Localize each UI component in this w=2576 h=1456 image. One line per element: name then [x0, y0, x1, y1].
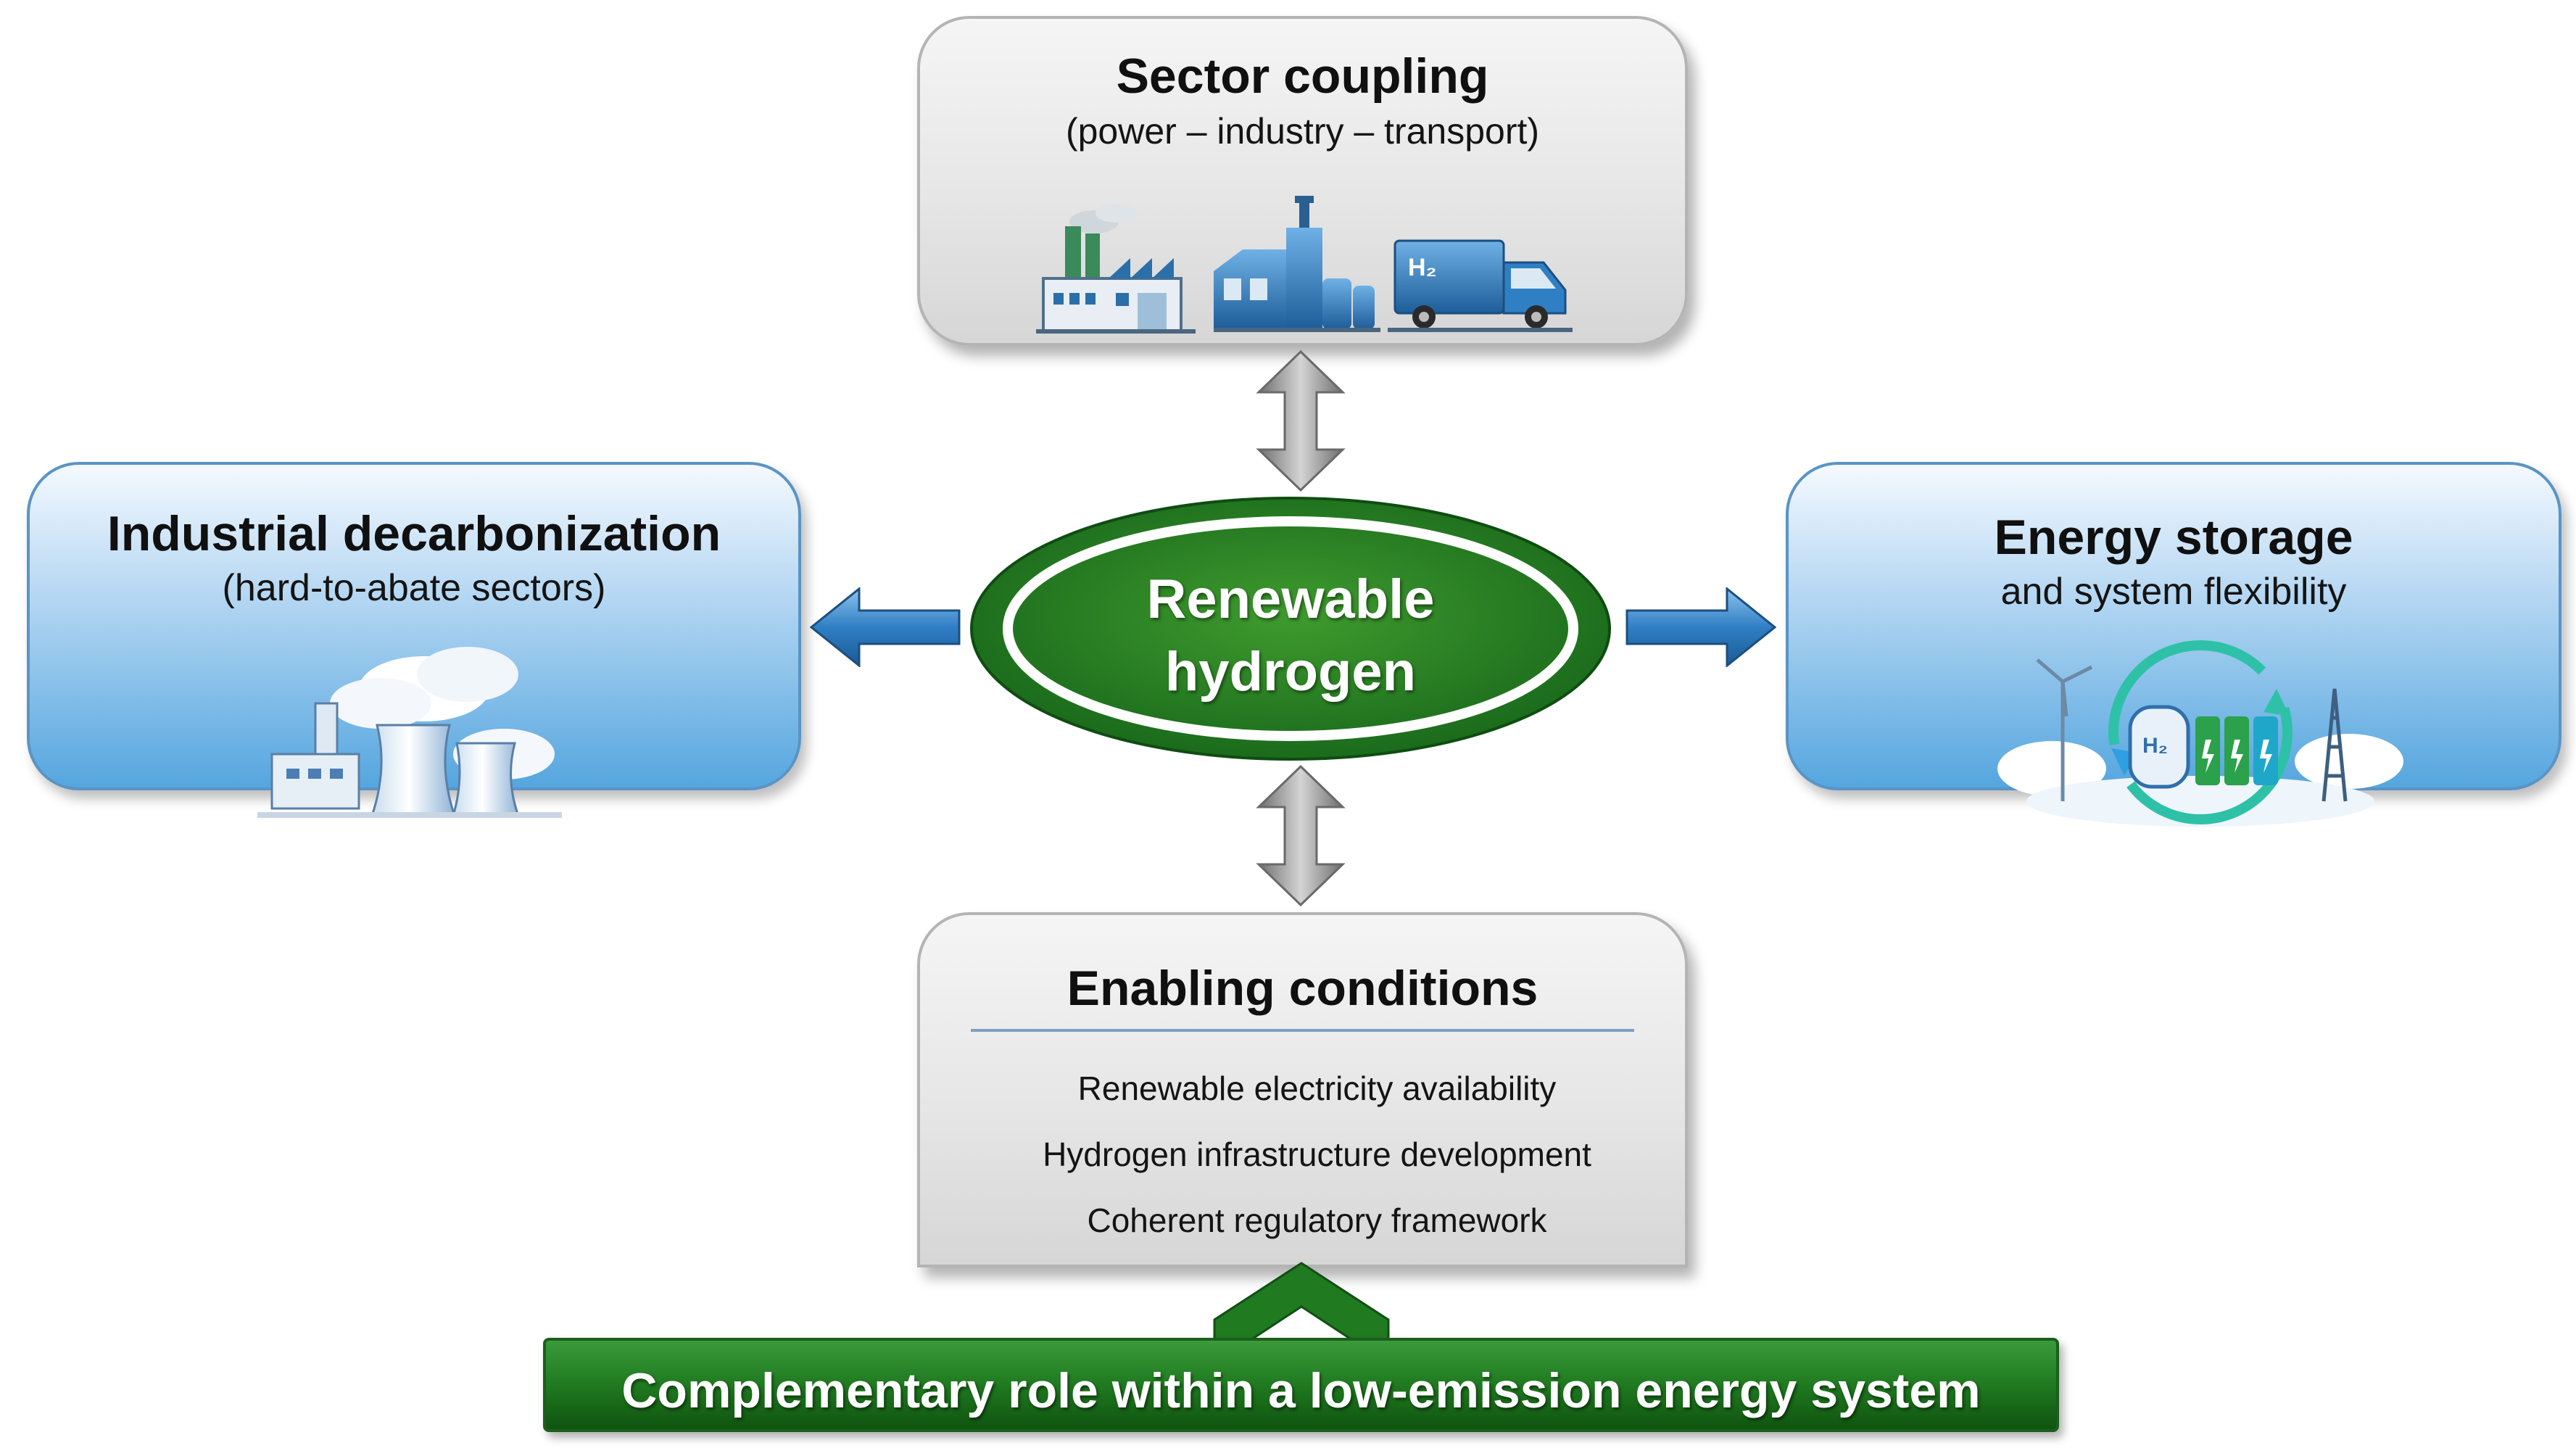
up-chevron: [1213, 1262, 1390, 1341]
industrial-decarbonization-title: Industrial decarbonization: [107, 506, 721, 561]
sector-coupling-box: Sector coupling (power – industry – tran…: [917, 16, 1688, 346]
double-arrow-bottom: [1256, 765, 1346, 906]
cooling-towers-icon: [257, 647, 562, 818]
industrial-plant-icon: [1214, 196, 1380, 332]
energy-storage-subtitle: and system flexibility: [2000, 571, 2347, 613]
factory-icon: [1036, 204, 1196, 334]
hydrogen-truck-icon: H₂: [1388, 239, 1573, 332]
hub-label-line2: hydrogen: [1164, 641, 1417, 703]
double-arrow-top: [1256, 350, 1346, 492]
energy-storage-cycle-icon: H₂: [1997, 640, 2403, 827]
svg-text:H₂: H₂: [1408, 254, 1437, 281]
sector-coupling-subtitle: (power – industry – transport): [1065, 111, 1540, 152]
banner-text: Complementary role within a low-emission…: [621, 1363, 1981, 1418]
arrow-right-to-storage: [1625, 587, 1776, 667]
enabling-conditions-box: Enabling conditions Renewable electricit…: [917, 912, 1688, 1267]
arrow-left-to-industrial: [810, 587, 961, 667]
enabling-conditions-title: Enabling conditions: [1067, 961, 1538, 1016]
enabling-divider: [971, 1029, 1634, 1032]
renewable-hydrogen-hub: Renewable hydrogen: [968, 495, 1613, 763]
condition-item: Renewable electricity availability: [1077, 1070, 1557, 1107]
bottom-banner: Complementary role within a low-emission…: [543, 1338, 2059, 1432]
hub-label: Renewable hydrogen: [968, 563, 1613, 708]
svg-text:H₂: H₂: [2142, 734, 2168, 758]
condition-item: Coherent regulatory framework: [1087, 1201, 1547, 1239]
sector-coupling-title: Sector coupling: [1116, 49, 1489, 104]
energy-storage-title: Energy storage: [1994, 510, 2353, 565]
industrial-decarbonization-subtitle: (hard-to-abate sectors): [222, 567, 606, 609]
hub-label-line1: Renewable: [1146, 568, 1435, 630]
condition-item: Hydrogen infrastructure development: [1043, 1136, 1591, 1173]
sector-icons: H₂: [1036, 196, 1573, 334]
